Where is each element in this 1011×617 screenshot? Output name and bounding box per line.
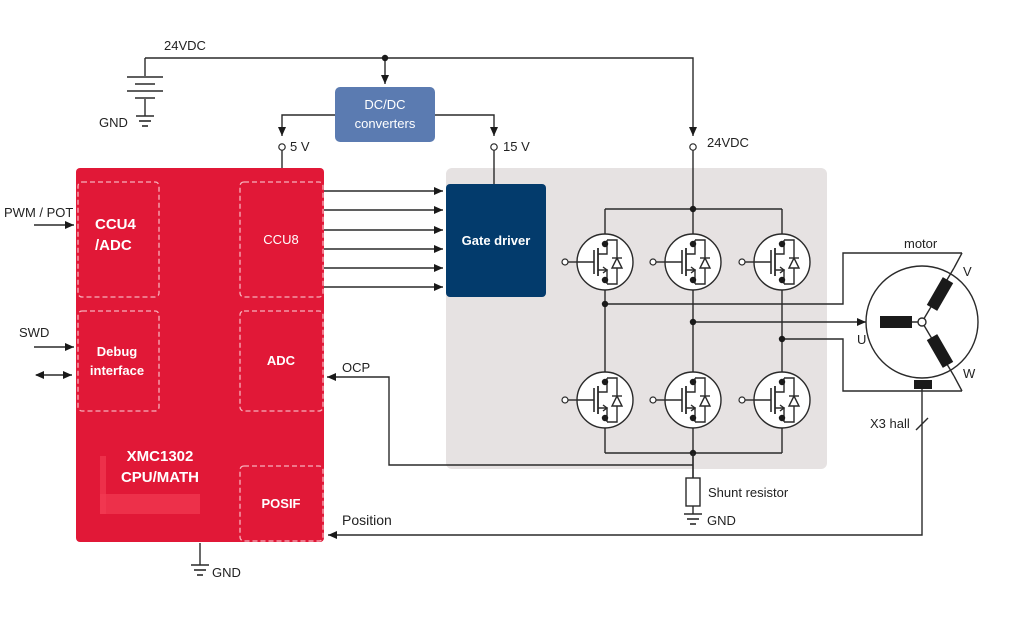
wire-15v	[435, 114, 498, 136]
ccu8-module	[239, 181, 324, 298]
dcdc-converter-block	[335, 87, 435, 142]
ocp-feedback-wire	[327, 373, 693, 466]
supply-gnd-symbol	[136, 115, 154, 127]
inverter-24vdc-label: 24VDC	[707, 135, 749, 150]
position-feedback-wire	[328, 389, 923, 539]
mcu-gnd-label: GND	[212, 565, 241, 580]
inverter-supply-terminal	[689, 143, 697, 151]
pwm-pot-label: PWM / POT	[4, 205, 73, 220]
gate-driver-block	[446, 184, 546, 297]
pwm-bus	[324, 187, 443, 291]
posif-module	[239, 465, 324, 542]
gate-driver-label: Gate driver	[462, 233, 531, 248]
label-15v: 15 V	[503, 139, 530, 154]
shunt-resistor	[685, 477, 701, 507]
cpu-logo-mark	[100, 456, 106, 514]
supply-24vdc-label: 24VDC	[164, 38, 206, 53]
adc-label: ADC	[267, 353, 296, 368]
phase-w-label: W	[963, 366, 976, 381]
igbt-high-side-v	[664, 233, 722, 291]
cpu-label-line2: CPU/MATH	[121, 469, 199, 486]
ocp-label: OCP	[342, 360, 370, 375]
cpu-label-line1: XMC1302	[127, 448, 194, 465]
debug-label-line1: Debug	[97, 344, 138, 359]
gate-terminals	[561, 258, 754, 404]
shunt-gnd-label: GND	[707, 513, 736, 528]
label-5v: 5 V	[290, 139, 310, 154]
adc-module	[239, 310, 324, 412]
igbt-low-side-w	[753, 371, 811, 429]
igbt-low-side-u	[576, 371, 634, 429]
posif-label: POSIF	[261, 496, 300, 511]
ccu8-label: CCU8	[263, 232, 298, 247]
igbt-high-side-u	[576, 233, 634, 291]
igbt-low-side-v	[664, 371, 722, 429]
phase-v-label: V	[963, 264, 972, 279]
debug-label-line2: interface	[90, 363, 144, 378]
supply-bus	[145, 57, 697, 136]
supply-gnd-label: GND	[99, 115, 128, 130]
mcu-block	[76, 168, 324, 542]
position-label: Position	[342, 512, 392, 528]
motor-label: motor	[904, 236, 938, 251]
mcu-gnd-symbol	[191, 564, 209, 576]
swd-label: SWD	[19, 325, 49, 340]
dcdc-label-line1: DC/DC	[364, 97, 405, 112]
cpu-logo-base	[100, 494, 200, 514]
shunt-label: Shunt resistor	[708, 485, 789, 500]
ccu4-label-line2: /ADC	[95, 237, 132, 254]
dcdc-label-line2: converters	[355, 116, 416, 131]
phase-outputs	[605, 252, 962, 392]
ccu4-label-line1: CCU4	[95, 216, 136, 233]
igbt-high-side-w	[753, 233, 811, 291]
hall-label: X3 hall	[870, 416, 910, 431]
ccu4-adc-module	[77, 181, 160, 298]
bus-slash	[915, 417, 929, 431]
wire-5v	[278, 114, 335, 136]
debug-interface-module	[77, 310, 160, 412]
motor-windings	[880, 267, 955, 389]
phase-u-label: U	[857, 332, 866, 347]
shunt-gnd-symbol	[684, 513, 702, 525]
battery-symbol	[127, 58, 163, 116]
